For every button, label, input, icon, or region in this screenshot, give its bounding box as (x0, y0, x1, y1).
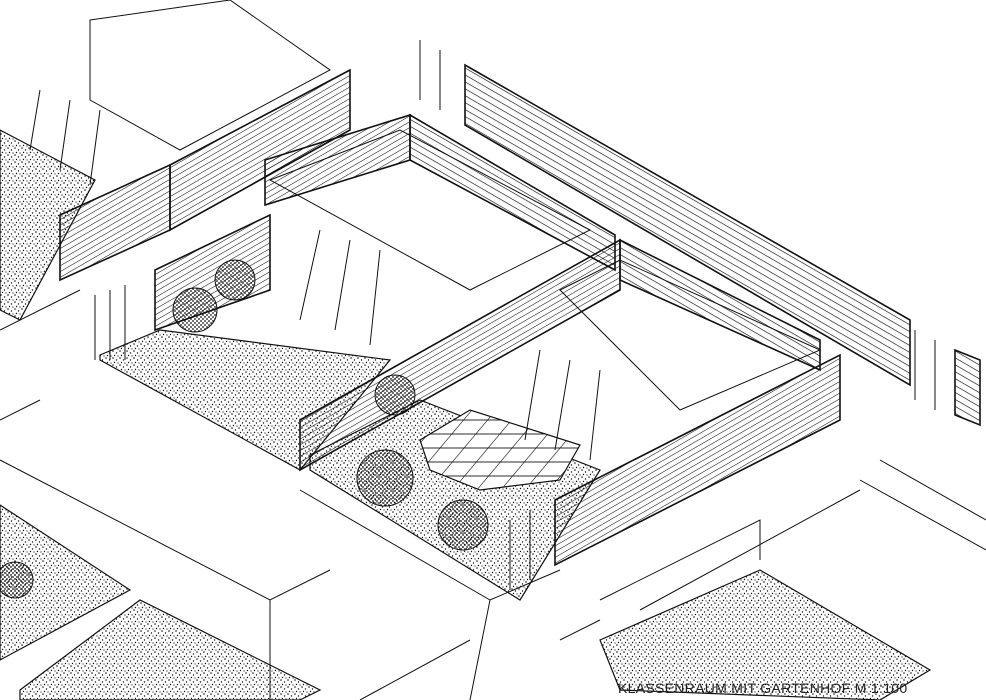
stippled-ground-bottomleft (0, 504, 132, 661)
tree (214, 259, 256, 301)
classroom1-left-wall (264, 113, 411, 207)
roof-classroom1 (268, 129, 592, 291)
stippled-ground-bottomcenter (19, 599, 322, 700)
drawing-caption: KLASSENRAUM MIT GARTENHOF M 1:100 (618, 680, 908, 696)
classroom2-front-wall (554, 353, 841, 567)
tree (374, 374, 416, 416)
trees (0, 259, 489, 599)
tree (0, 561, 34, 599)
window-mullions (29, 40, 936, 590)
ground-lines (0, 289, 986, 700)
wall-topleft-front (59, 163, 171, 282)
tree (172, 287, 218, 333)
stippled-ground-bottomright (599, 569, 932, 700)
tree (356, 449, 414, 507)
long-wall-top (464, 63, 911, 387)
right-end-wall (954, 348, 981, 427)
paving-area (419, 409, 581, 491)
ground-areas (0, 129, 932, 700)
walls (59, 63, 981, 567)
roof-classroom2 (559, 259, 822, 411)
tree (437, 499, 489, 551)
classroom2-left-wall (299, 238, 621, 472)
roof-topleft (89, 0, 331, 151)
